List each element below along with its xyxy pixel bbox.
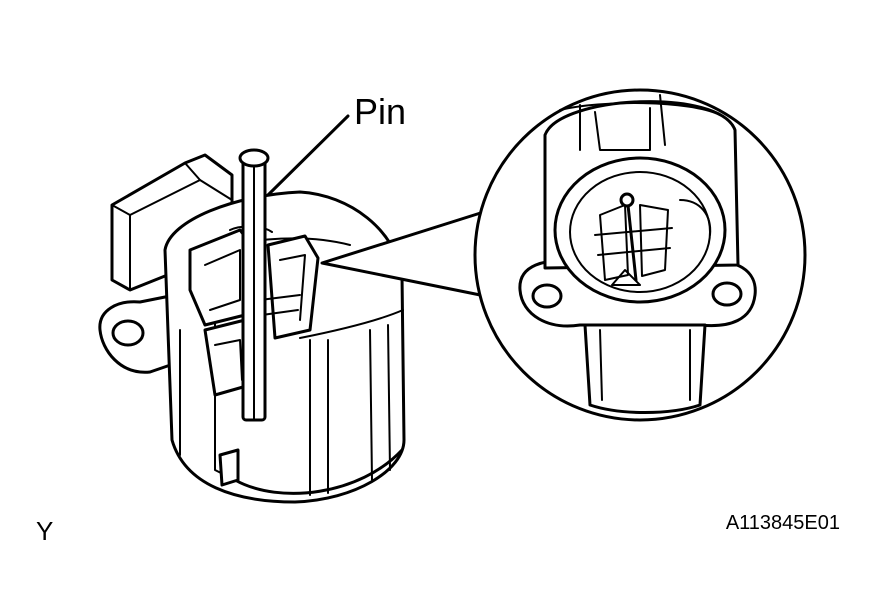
view-code-label: Y bbox=[36, 516, 53, 546]
connector-detail bbox=[518, 94, 757, 414]
figure-id-label: A113845E01 bbox=[726, 512, 840, 534]
detail-magnifier bbox=[320, 88, 807, 422]
pin-label: Pin bbox=[354, 91, 406, 132]
pin-leader-line bbox=[266, 114, 350, 197]
main-component bbox=[98, 148, 406, 504]
